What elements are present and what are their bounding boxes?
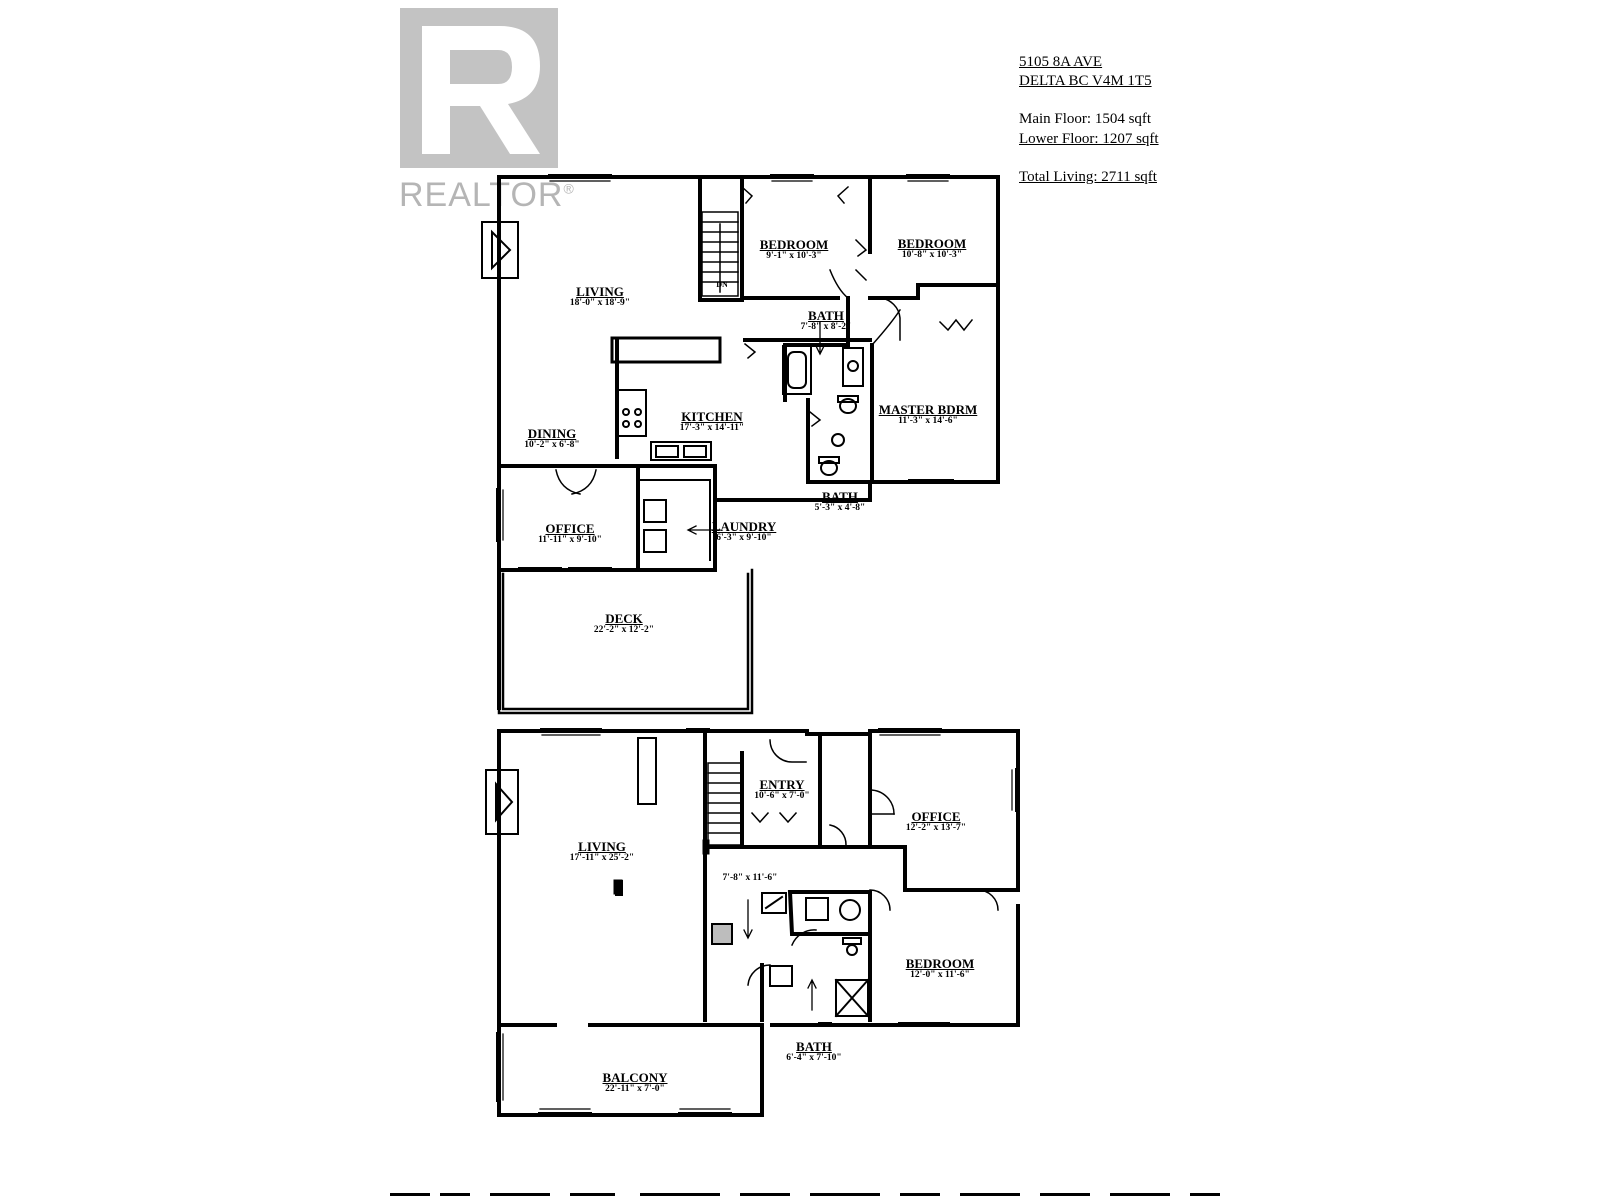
lower-fireplace [485,769,519,835]
total-living-area: Total Living: 2711 sqft [1019,169,1157,185]
lower-living-post [615,880,623,896]
main-floor-area: Main Floor: 1504 sqft [1019,111,1152,127]
stair-down-label: DN [716,280,728,289]
laundry-appliances [639,479,711,561]
realtor-wordmark: REALTOR® [399,176,575,214]
kitchen-counter [617,389,712,461]
main-windows [496,174,954,571]
kitchen-island [610,336,722,364]
address-line-1: 5105 8A AVE [1019,54,1103,70]
lower-stair [707,762,743,846]
main-fireplace [481,221,519,279]
footer-marks [390,1193,1220,1196]
lower-arrows [743,899,817,1011]
address-line-2: DELTA BC V4M 1T5 [1019,73,1152,89]
lower-windows [496,728,1019,1116]
realtor-logo-mark [400,8,558,168]
main-arrows [686,321,825,535]
lower-post-2 [702,839,710,855]
realtor-r-icon [422,26,540,154]
lower-chimney [637,737,657,805]
room-label-hall-dims: 7'-8" x 11'-6" [722,873,778,883]
lower-floor-area: Lower Floor: 1207 sqft [1019,131,1159,147]
lower-bath-fixtures [711,892,870,1018]
lower-doors [747,739,999,986]
main-bath-fixtures [782,345,864,476]
main-doors [555,185,974,495]
main-stair [701,211,739,297]
deck-outline [497,568,754,715]
lower-floor-walls [497,729,1020,1117]
